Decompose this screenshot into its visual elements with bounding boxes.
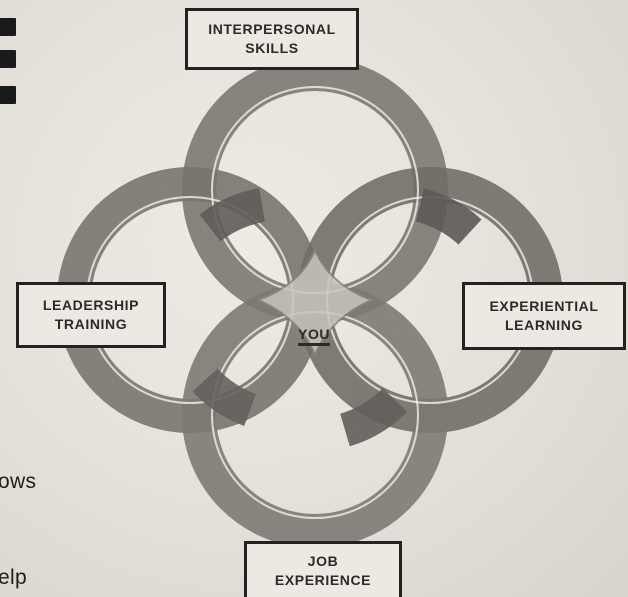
label-job-experience: JOB EXPERIENCE xyxy=(244,541,402,597)
label-line: EXPERIENCE xyxy=(274,572,372,588)
label-line: TRAINING xyxy=(54,316,128,332)
center-label-you: YOU xyxy=(298,326,331,346)
label-line: LEADERSHIP xyxy=(42,297,140,313)
label-line: SKILLS xyxy=(245,40,299,56)
label-line: JOB xyxy=(307,553,339,569)
label-experiential-learning: EXPERIENTIAL LEARNING xyxy=(462,282,626,350)
cut-off-text: ows xyxy=(0,470,37,493)
bullet-marker xyxy=(0,18,16,36)
cut-off-text: elp xyxy=(0,566,27,589)
label-line: LEARNING xyxy=(505,317,583,333)
bullet-marker xyxy=(0,86,16,104)
label-line: INTERPERSONAL xyxy=(208,21,336,37)
label-leadership-training: LEADERSHIP TRAINING xyxy=(16,282,166,348)
label-line: EXPERIENTIAL xyxy=(489,298,599,314)
label-interpersonal-skills: INTERPERSONAL SKILLS xyxy=(185,8,359,70)
bullet-marker xyxy=(0,50,16,68)
